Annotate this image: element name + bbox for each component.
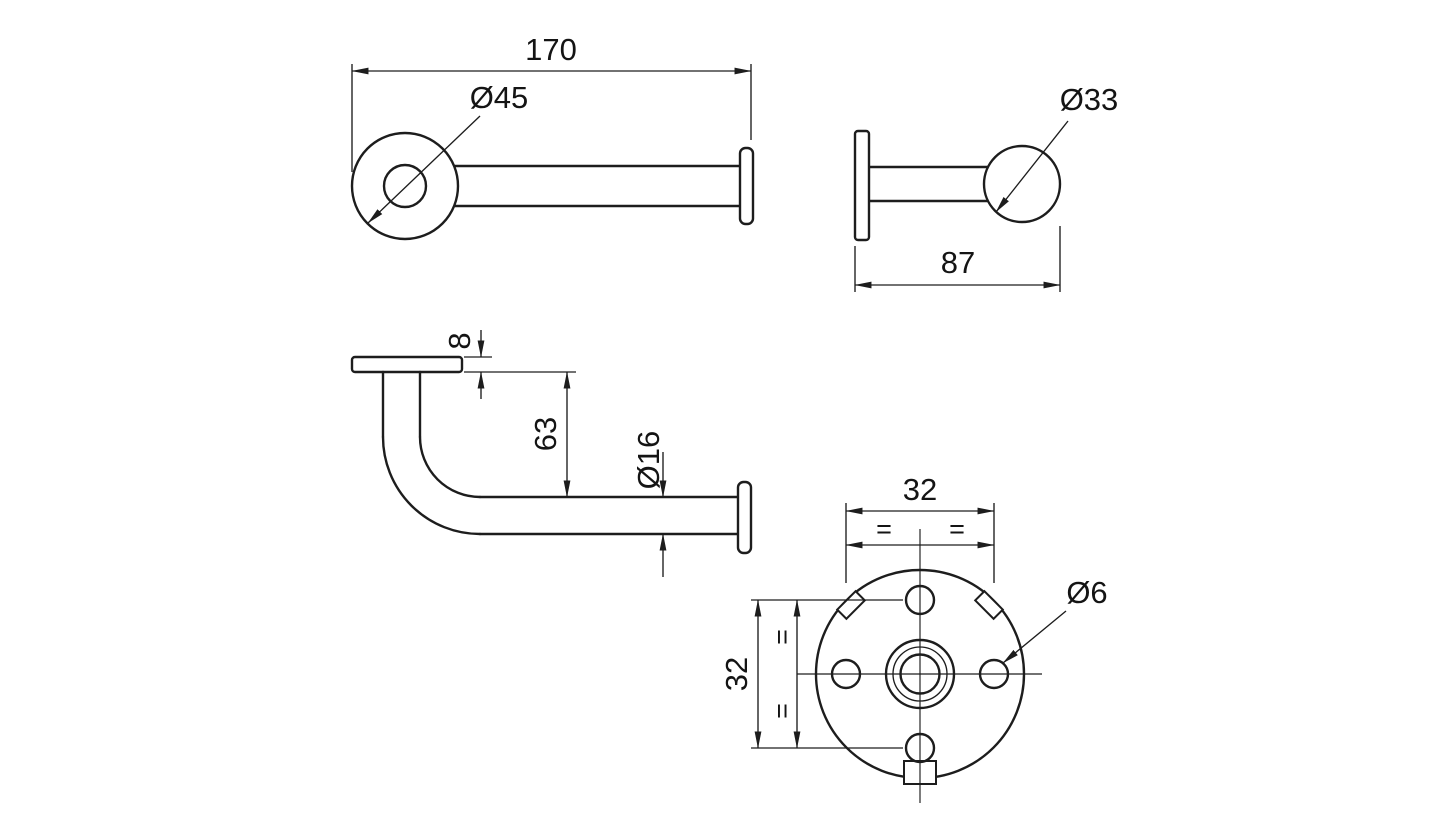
wall-flange-hub <box>382 163 428 209</box>
dim-depth-label: 87 <box>941 245 975 280</box>
end-disc-outline <box>982 144 1062 224</box>
dim-tube-diameter-label: Ø16 <box>631 431 666 490</box>
profile-view: 8 63 Ø16 <box>350 330 753 577</box>
screw-hole-right <box>978 658 1010 690</box>
center-boss-thread <box>892 646 948 702</box>
dim-flange-diameter-label: Ø45 <box>470 80 529 115</box>
arm-inner-bend <box>418 435 482 499</box>
leader-hole-diameter <box>1002 610 1067 664</box>
equal-mark-bottom: = <box>767 703 797 719</box>
equal-mark-right: = <box>949 514 965 544</box>
arm-outer-bend <box>381 435 482 536</box>
bar-end-disc <box>738 146 755 226</box>
keyhole-notch-upper-right <box>973 589 1005 621</box>
screw-hole-bottom <box>904 732 936 764</box>
dim-hole-pitch-horizontal-label: 32 <box>903 472 937 507</box>
leader-end-disc-diameter <box>995 120 1069 213</box>
front-view: 170 Ø45 <box>350 32 755 241</box>
wall-plate <box>853 129 871 242</box>
dim-hole-pitch-vertical-label: 32 <box>719 657 754 691</box>
side-view: 87 Ø33 <box>853 82 1119 292</box>
center-boss-bore <box>899 653 941 695</box>
tube-end-disc <box>736 480 753 555</box>
equal-mark-top: = <box>767 629 797 645</box>
dim-length-label: 170 <box>525 32 577 67</box>
dim-hole-diameter-label: Ø6 <box>1066 575 1107 610</box>
equal-mark-left: = <box>876 514 892 544</box>
back-view: 32 = = 32 = = Ø6 <box>719 472 1108 803</box>
mounting-plate <box>350 355 464 374</box>
screw-hole-top <box>904 584 936 616</box>
screw-hole-left <box>830 658 862 690</box>
center-boss-outer <box>884 638 956 710</box>
dim-plate-thickness-label: 8 <box>442 332 477 349</box>
keyhole-notch-upper-left <box>835 589 867 621</box>
dim-end-disc-diameter-label: Ø33 <box>1060 82 1119 117</box>
leader-flange-diameter <box>367 115 481 224</box>
dim-drop-height-label: 63 <box>528 417 563 451</box>
